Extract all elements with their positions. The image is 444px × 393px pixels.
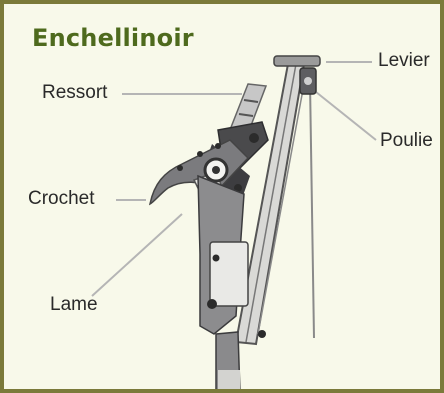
handle xyxy=(216,332,240,393)
diagram-title: Enchellinoir xyxy=(32,24,194,52)
pulley xyxy=(300,68,316,94)
label-poulie: Poulie xyxy=(380,130,433,152)
label-crochet: Crochet xyxy=(28,188,95,210)
leader-lame xyxy=(92,214,182,296)
label-lame: Lame xyxy=(50,294,98,316)
lever xyxy=(274,56,320,66)
label-ressort: Ressort xyxy=(42,82,107,104)
leader-poulie xyxy=(316,92,376,140)
label-levier: Levier xyxy=(378,50,430,72)
